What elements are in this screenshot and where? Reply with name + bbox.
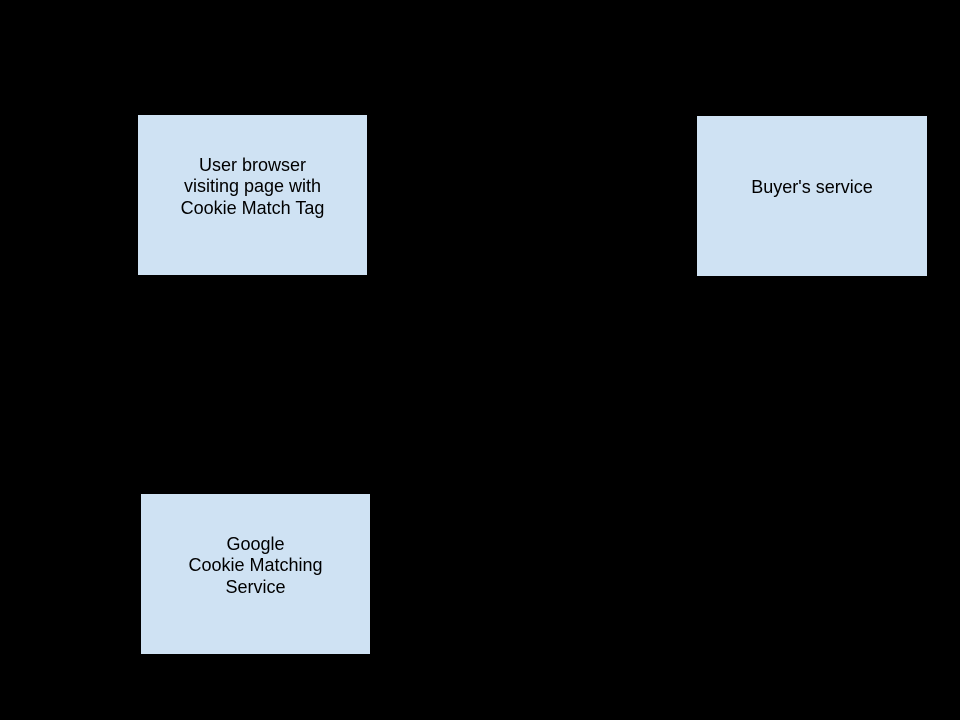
node-user-browser: User browser visiting page with Cookie M… [137,114,368,276]
node-label-line: visiting page with [183,176,322,197]
node-google-cookie-matching-service: Google Cookie Matching Service [140,493,371,655]
node-label-line: Cookie Matching [188,555,323,576]
node-label-line: Cookie Match Tag [180,197,325,218]
node-label-line: Buyer's service [751,177,873,198]
node-user-browser-label: User browser visiting page with Cookie M… [138,155,367,220]
node-label-line: Google [226,533,285,554]
node-label-line: Service [225,576,286,597]
node-label-line: User browser [198,154,307,175]
node-buyers-service-label: Buyer's service [697,177,927,199]
node-google-cms-label: Google Cookie Matching Service [141,534,370,599]
node-buyers-service: Buyer's service [696,115,928,277]
